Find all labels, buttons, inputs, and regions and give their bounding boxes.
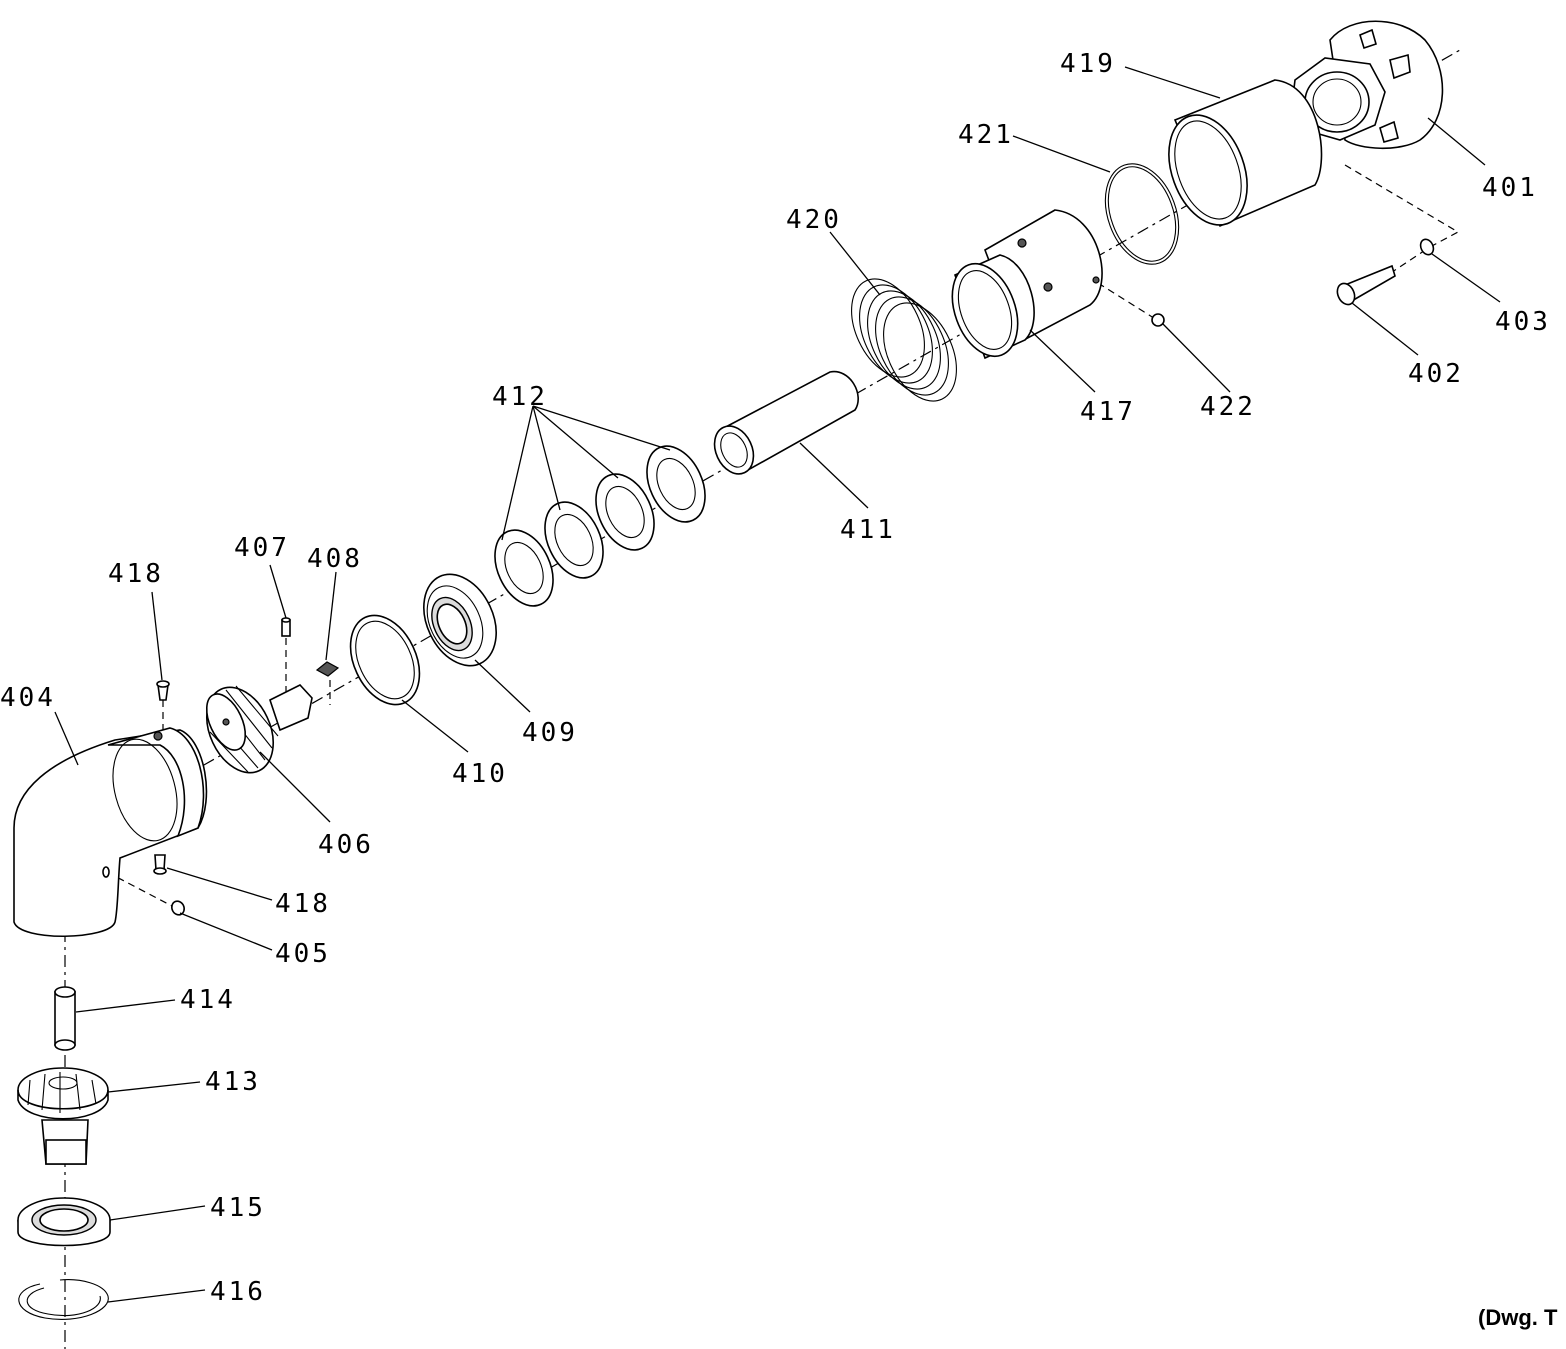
part-422-ball [1151,313,1165,327]
part-412-shims [494,445,706,607]
callout-413: 413 [205,1067,261,1097]
part-408-key [315,661,340,677]
leader-414 [75,999,176,1013]
callout-415: 415 [210,1193,266,1223]
callout-419: 419 [1060,49,1116,79]
callout-421: 421 [958,120,1014,150]
part-407-pin [281,617,291,637]
part-406-bevel-gear [205,684,313,774]
leader-410 [401,699,469,753]
leader-403 [1431,253,1501,303]
drawing-reference: (Dwg. T [1478,1305,1558,1330]
callout-411: 411 [840,515,896,545]
callout-405: 405 [275,939,331,969]
part-409-bearing [423,573,497,667]
leader-416 [107,1289,206,1303]
leader-413 [107,1081,201,1093]
part-419-sleeve [1168,79,1323,228]
part-401-nut [1291,20,1444,150]
callout-406: 406 [318,830,374,860]
part-405-setscrew [171,900,185,916]
callout-420: 420 [786,205,842,235]
leader-405 [179,912,273,951]
leader-412 [501,405,671,541]
callout-418-bottom: 418 [275,889,331,919]
callout-412: 412 [492,382,548,412]
leader-422 [1162,323,1231,393]
leader-404 [54,711,79,766]
part-404-angle-housing [13,727,208,938]
callout-403: 403 [1495,307,1551,337]
leader-402 [1351,302,1419,356]
part-414-shaft [54,986,76,1051]
callout-402: 402 [1408,359,1464,389]
part-411-spindle [713,370,859,475]
ball-assembly-line [1097,282,1158,321]
callout-407: 407 [234,533,290,563]
part-418-pin-top [156,680,170,701]
leader-417 [1029,329,1096,393]
part-410-ring [349,614,421,706]
part-402-screw [1336,264,1396,306]
leader-406 [259,751,331,823]
part-403-washer [1419,238,1435,256]
callout-416: 416 [210,1277,266,1307]
callout-410: 410 [452,759,508,789]
callout-401: 401 [1482,173,1538,203]
part-420-spring [851,278,957,402]
callout-418-top: 418 [108,559,164,589]
leader-401 [1427,117,1486,166]
leader-411 [799,442,869,509]
part-418-pin-bottom [153,854,167,875]
leader-419 [1124,66,1221,99]
screw-assembly-line [1344,164,1460,291]
callout-414: 414 [180,985,236,1015]
leader-418-top [151,591,163,681]
leader-415 [109,1205,206,1221]
part-415-bearing [17,1197,111,1247]
leader-407 [269,564,287,619]
part-416-snap-ring [18,1279,109,1320]
part-417-housing [951,209,1103,360]
callout-408: 408 [307,544,363,574]
part-421-snap-ring [1104,163,1180,265]
leader-408 [325,571,337,661]
leader-421 [1012,135,1111,173]
leader-418-bottom [166,867,273,901]
leader-420 [829,231,881,296]
leader-409 [474,659,531,713]
part-413-bevel-gear [17,1067,109,1165]
callout-409: 409 [522,718,578,748]
callout-404: 404 [0,683,56,713]
callout-417: 417 [1080,397,1136,427]
callout-422: 422 [1200,392,1256,422]
